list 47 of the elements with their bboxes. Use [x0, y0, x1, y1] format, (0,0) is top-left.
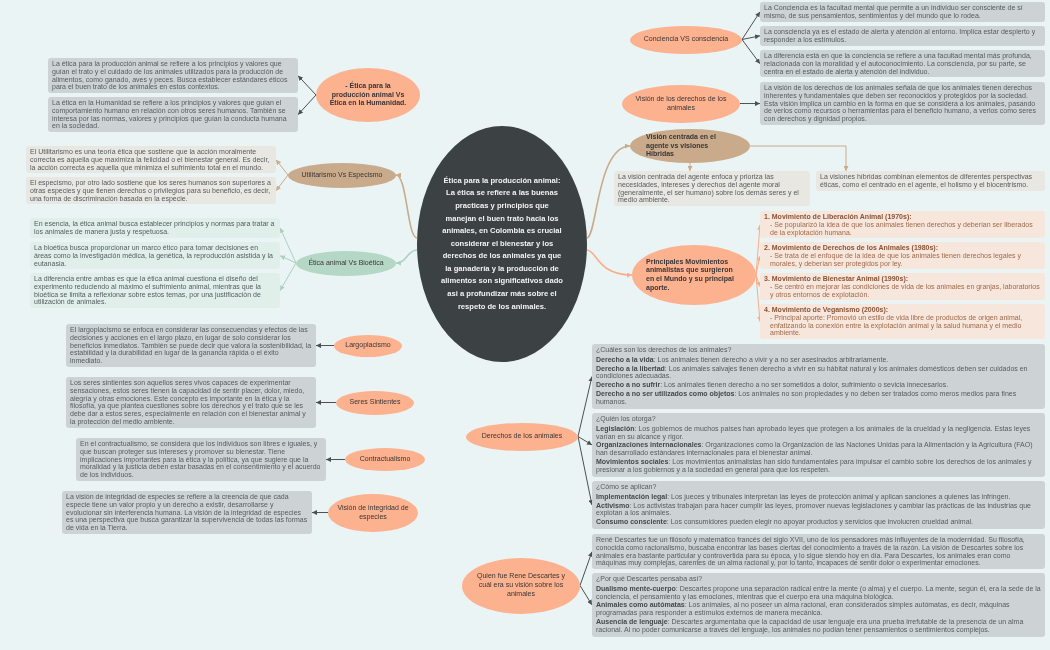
connector-arrow — [579, 585, 593, 606]
connector-arrow — [687, 162, 693, 172]
note-card — [26, 146, 276, 174]
note-card — [30, 242, 280, 270]
note-card — [760, 211, 1045, 239]
note-card — [760, 304, 1045, 340]
connector-arrow — [275, 174, 289, 192]
connector-arrow — [577, 436, 593, 446]
connector-arrow — [395, 174, 418, 239]
note-card — [592, 573, 1045, 637]
connector-arrow — [279, 262, 297, 292]
note-card — [30, 273, 280, 309]
connector-arrow — [315, 343, 335, 349]
connector-arrow — [279, 255, 297, 264]
note-card — [48, 58, 298, 94]
connector-arrow — [279, 227, 297, 264]
connector-arrow — [311, 510, 329, 516]
note-card — [760, 26, 1045, 46]
connector-arrow — [739, 101, 761, 107]
connector-arrow — [275, 159, 289, 176]
connector-arrow — [741, 34, 761, 40]
note-card — [592, 534, 1045, 570]
connector-arrow — [586, 144, 631, 239]
note-card — [816, 171, 1045, 191]
note-card — [592, 344, 1045, 409]
connector-arrow — [395, 249, 418, 265]
connector-arrow — [297, 75, 317, 96]
note-card — [760, 273, 1045, 301]
connector-arrow — [325, 457, 346, 463]
connector-arrow — [741, 39, 761, 65]
note-card — [760, 50, 1045, 78]
note-card — [592, 413, 1045, 477]
connector-arrow — [315, 400, 337, 405]
connector-arrow — [579, 551, 593, 586]
note-card — [614, 171, 810, 207]
note-card — [760, 242, 1045, 270]
connector-arrow — [577, 375, 594, 437]
note-card — [592, 481, 1045, 530]
note-card — [760, 2, 1045, 22]
topic-ellipse — [296, 250, 396, 276]
connector-arrow — [741, 11, 761, 40]
connector-arrow — [749, 145, 849, 172]
topic-ellipse — [466, 422, 578, 451]
note-card — [48, 97, 298, 133]
connector-arrow — [577, 436, 594, 506]
connector-arrow — [297, 94, 317, 116]
connector-arrow — [586, 249, 633, 278]
